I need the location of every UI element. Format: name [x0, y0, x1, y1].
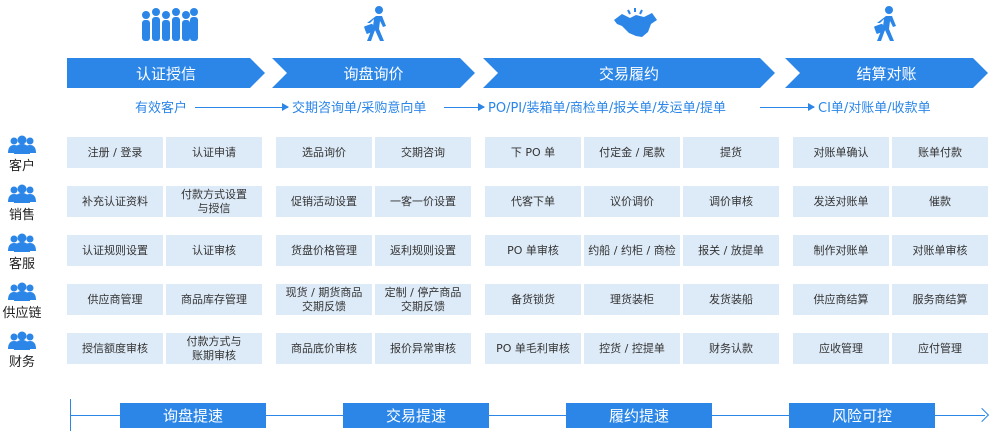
role-label: 销售: [8, 208, 35, 223]
task-card: 定制 / 停产商品 交期反馈: [375, 284, 471, 315]
role-label: 供应链: [2, 306, 42, 321]
timeline-start-tick: [70, 399, 71, 431]
phase-3: 交易履约: [483, 58, 775, 88]
phase-1: 认证授信: [67, 58, 265, 88]
task-card: 调价审核: [683, 186, 779, 217]
flow-document-3: PO/PI/装箱单/商检单/报关单/发运单/提单: [488, 101, 727, 116]
people-icon: [0, 282, 44, 302]
handshake-icon: [612, 4, 658, 48]
timeline-arrow-icon: [974, 407, 990, 423]
flow-arrow: [195, 103, 289, 111]
timeline-axis: [70, 415, 985, 416]
people-icon: [0, 233, 44, 253]
role-3: 客服: [0, 233, 44, 272]
task-card: 下 PO 单: [485, 137, 581, 168]
task-card: 制作对账单: [793, 235, 889, 266]
people-icon: [0, 135, 44, 155]
goal-3: 履约提速: [566, 403, 712, 428]
flow-document-2: 交期咨询单/采购意向单: [292, 101, 427, 116]
role-5: 财务: [0, 331, 44, 370]
task-card: 交期咨询: [375, 137, 471, 168]
task-card: 认证申请: [166, 137, 262, 168]
phase-4: 结算对账: [785, 58, 988, 88]
task-card: 供应商管理: [67, 284, 163, 315]
goal-2: 交易提速: [343, 403, 489, 428]
people-group-icon: [138, 4, 198, 48]
task-card: 返利规则设置: [375, 235, 471, 266]
flow-arrow: [444, 103, 485, 111]
task-card: 报价异常审核: [375, 333, 471, 364]
role-2: 销售: [0, 184, 44, 223]
task-card: 财务认款: [683, 333, 779, 364]
task-card: 应收管理: [793, 333, 889, 364]
task-card: 报关 / 放提单: [683, 235, 779, 266]
task-card: 一客一价设置: [375, 186, 471, 217]
task-card: 付定金 / 尾款: [584, 137, 680, 168]
task-card: 控货 / 控提单: [584, 333, 680, 364]
flow-document-4: CI单/对账单/收款单: [818, 101, 931, 116]
role-4: 供应链: [0, 282, 44, 321]
goal-4: 风险可控: [789, 403, 935, 428]
task-card: 应付管理: [892, 333, 988, 364]
task-card: 货盘价格管理: [276, 235, 372, 266]
task-card: PO 单毛利审核: [485, 333, 581, 364]
role-label: 客户: [8, 159, 35, 174]
flow-arrow: [760, 103, 815, 111]
task-card: 现货 / 期货商品 交期反馈: [276, 284, 372, 315]
people-icon: [0, 331, 44, 351]
task-card: 催款: [892, 186, 988, 217]
task-card: 补充认证资料: [67, 186, 163, 217]
task-card: 对账单确认: [793, 137, 889, 168]
task-card: 服务商结算: [892, 284, 988, 315]
task-card: 账单付款: [892, 137, 988, 168]
role-label: 客服: [8, 257, 35, 272]
task-card: 授信额度审核: [67, 333, 163, 364]
task-card: 理货装柜: [584, 284, 680, 315]
task-card: 代客下单: [485, 186, 581, 217]
task-card: 注册 / 登录: [67, 137, 163, 168]
walking-businessman-icon: [358, 4, 398, 48]
task-card: 认证规则设置: [67, 235, 163, 266]
task-card: 选品询价: [276, 137, 372, 168]
people-icon: [0, 184, 44, 204]
role-1: 客户: [0, 135, 44, 174]
role-label: 财务: [8, 355, 35, 370]
task-card: 认证审核: [166, 235, 262, 266]
flow-document-1: 有效客户: [135, 101, 188, 116]
task-card: 供应商结算: [793, 284, 889, 315]
task-card: 商品底价审核: [276, 333, 372, 364]
task-card: 发送对账单: [793, 186, 889, 217]
goal-1: 询盘提速: [120, 403, 266, 428]
task-card: 备货锁货: [485, 284, 581, 315]
task-card: 约船 / 约柜 / 商检: [584, 235, 680, 266]
task-card: 提货: [683, 137, 779, 168]
task-card: 发货装船: [683, 284, 779, 315]
task-card: 商品库存管理: [166, 284, 262, 315]
task-card: 促销活动设置: [276, 186, 372, 217]
phase-2: 询盘询价: [272, 58, 475, 88]
task-card: 对账单审核: [892, 235, 988, 266]
task-card: 付款方式与 账期审核: [166, 333, 262, 364]
task-card: 付款方式设置 与授信: [166, 186, 262, 217]
task-card: PO 单审核: [485, 235, 581, 266]
walking-businessman-icon: [868, 4, 908, 48]
task-card: 议价调价: [584, 186, 680, 217]
